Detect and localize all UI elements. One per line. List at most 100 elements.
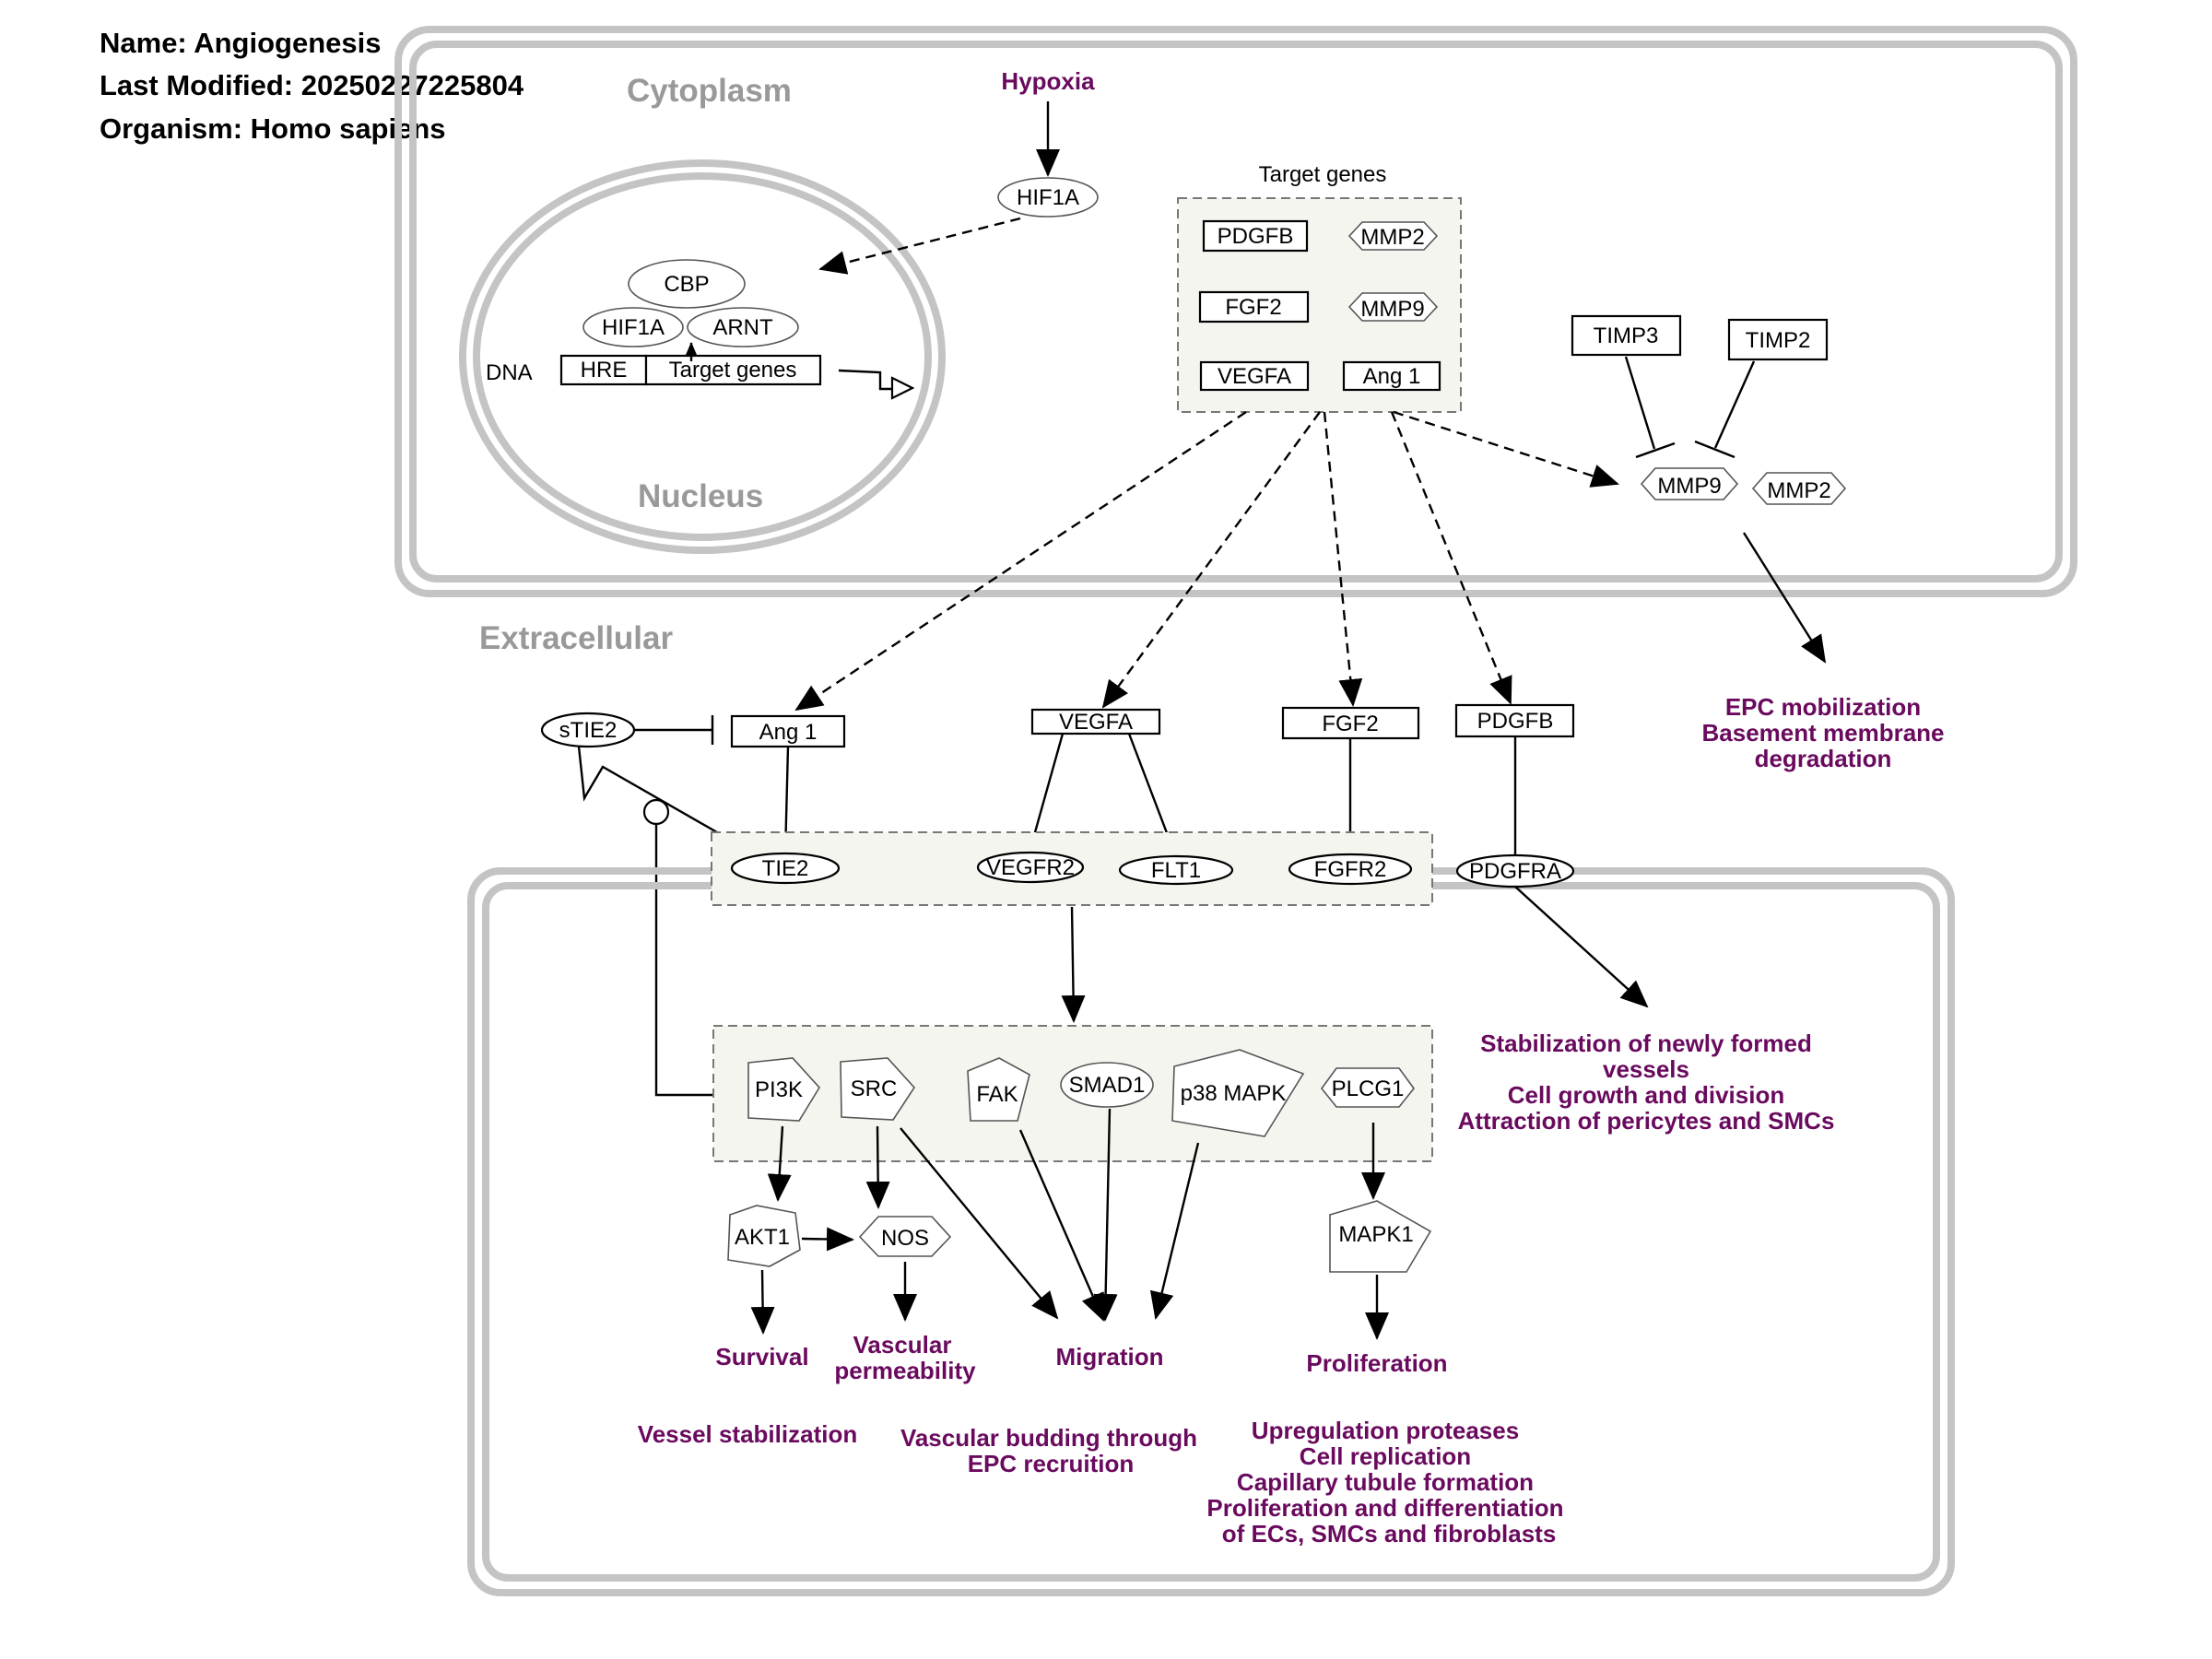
timp2-label: TIMP2 <box>1746 328 1811 353</box>
akt1-node[interactable] <box>727 1205 801 1267</box>
stie2-label: sTIE2 <box>559 718 618 743</box>
epc-line-3: degradation <box>1755 745 1892 772</box>
nucleus-membrane-outer <box>459 159 946 554</box>
vegfr2-node[interactable] <box>976 851 1085 884</box>
tg-mmp9-label: MMP9 <box>1360 297 1424 322</box>
tg-mmp2-label: MMP2 <box>1360 225 1424 250</box>
smad1-node[interactable] <box>1060 1062 1154 1108</box>
vessel-stabilization-label: Vessel stabilization <box>638 1420 857 1448</box>
nos-node[interactable] <box>858 1216 952 1257</box>
receptors-to-signaling-arrow <box>1061 906 1086 1023</box>
timp3-label: TIMP3 <box>1594 324 1659 348</box>
timp2-node[interactable] <box>1727 318 1829 361</box>
tg-mmp2-node[interactable] <box>1347 221 1439 251</box>
fak-label: FAK <box>976 1082 1018 1107</box>
pathway-last-modified: Last Modified: 20250227225804 <box>100 69 524 101</box>
vegfr2-label: VEGFR2 <box>986 855 1075 880</box>
fgfr2-node[interactable] <box>1288 853 1413 886</box>
akt1-to-survival-arrow <box>750 1269 775 1335</box>
upregulation-line-4: Proliferation and differentiation <box>1206 1494 1563 1522</box>
mapk1-node[interactable] <box>1329 1200 1432 1273</box>
src-to-nos-arrow <box>865 1125 890 1209</box>
p38mapk-node[interactable] <box>1171 1049 1305 1137</box>
nucleus-hif1a-label: HIF1A <box>602 315 665 340</box>
pathway-name: Name: Angiogenesis <box>100 27 381 59</box>
target-genes-group-title: Target genes <box>1259 162 1387 187</box>
mmp-to-epc-arrow <box>1742 532 1827 664</box>
timp3-inhibits-mmp9 <box>1624 356 1676 459</box>
ext-pdgfb-label: PDGFB <box>1477 709 1554 734</box>
cytoplasm-membrane-outer <box>394 26 2077 597</box>
nucleus-hif1a-node[interactable] <box>582 307 684 347</box>
stabilization-line-1: Stabilization of newly formed <box>1480 1030 1812 1057</box>
tg-to-ang1-arrow <box>794 410 1247 712</box>
nucleus-hre-label: HRE <box>581 358 628 382</box>
vascular-budding-line-1: Vascular budding through <box>900 1424 1197 1452</box>
extracellular-label: Extracellular <box>479 620 673 656</box>
tg-to-vegfa-arrow <box>1101 411 1321 709</box>
pi3k-node[interactable] <box>747 1057 820 1122</box>
hif1a-to-nucleus-arrow <box>818 217 1021 275</box>
pi3k-to-akt1-arrow <box>767 1125 792 1202</box>
upregulation-line-5: of ECs, SMCs and fibroblasts <box>1222 1520 1557 1547</box>
src-to-migration-arrow <box>900 1127 1059 1320</box>
flt1-node[interactable] <box>1118 854 1234 886</box>
tg-to-pdgfb-arrow <box>1390 411 1512 705</box>
pathway-organism: Organism: Homo sapiens <box>100 112 446 145</box>
timp3-node[interactable] <box>1571 314 1682 357</box>
pdgfra-to-stabilization-arrow <box>1514 886 1649 1008</box>
mmp2-node[interactable] <box>1751 472 1847 505</box>
ext-vegfa-label: VEGFA <box>1059 710 1133 735</box>
nucleus-arnt-label: ARNT <box>712 315 773 340</box>
stabilization-line-4: Attraction of pericytes and SMCs <box>1458 1107 1835 1135</box>
tg-ang1-node[interactable] <box>1342 360 1441 392</box>
tie2-label: TIE2 <box>762 856 809 881</box>
hypoxia-label: Hypoxia <box>1001 67 1095 95</box>
tg-fgf2-node[interactable] <box>1198 290 1310 324</box>
tg-mmp9-node[interactable] <box>1347 292 1439 322</box>
transcription-arrowhead <box>890 376 915 400</box>
ext-pdgfb-node[interactable] <box>1454 703 1575 738</box>
ext-vegfa-node[interactable] <box>1030 708 1161 735</box>
src-node[interactable] <box>840 1057 916 1121</box>
nucleus-target-genes-label: Target genes <box>669 358 797 382</box>
upregulation-outcome-text: Upregulation proteases Cell replication … <box>1206 1417 1563 1547</box>
mmp9-node[interactable] <box>1640 467 1739 500</box>
survival-label: Survival <box>715 1343 808 1371</box>
nucleus-cbp-node[interactable] <box>628 259 746 309</box>
tie2-to-signaling-line <box>654 824 715 1097</box>
ext-fgf2-label: FGF2 <box>1322 712 1378 736</box>
nucleus-membrane-inner <box>473 172 932 541</box>
plcg1-node[interactable] <box>1320 1067 1416 1108</box>
fak-node[interactable] <box>967 1057 1030 1122</box>
upregulation-line-2: Cell replication <box>1300 1442 1471 1470</box>
tg-pdgfb-node[interactable] <box>1202 219 1309 253</box>
upregulation-line-1: Upregulation proteases <box>1252 1417 1519 1444</box>
vascular-budding-line-2: EPC recruition <box>968 1450 1135 1477</box>
ext-fgf2-node[interactable] <box>1281 706 1420 740</box>
nucleus-cbp-label: CBP <box>664 272 709 297</box>
stie2-inhibits-ang1 <box>634 715 714 745</box>
epc-line-2: Basement membrane <box>1702 719 1945 747</box>
nucleus-hre-node[interactable] <box>559 354 648 386</box>
vascular-permeability-line-1: Vascular <box>853 1331 952 1359</box>
cytoplasm-hif1a-node[interactable] <box>997 177 1099 218</box>
akt1-to-nos-arrow <box>801 1227 854 1252</box>
p38mapk-to-migration-arrow <box>1149 1142 1200 1320</box>
upregulation-line-3: Capillary tubule formation <box>1237 1468 1534 1496</box>
tie2-node[interactable] <box>730 852 841 885</box>
proliferation-label: Proliferation <box>1306 1349 1447 1377</box>
akt1-label: AKT1 <box>735 1225 790 1250</box>
nucleus-target-genes-node[interactable] <box>644 354 822 386</box>
nucleus-label: Nucleus <box>638 478 763 514</box>
tg-vegfa-node[interactable] <box>1199 360 1310 392</box>
epc-line-1: EPC mobilization <box>1725 693 1921 721</box>
nucleus-dna-label: DNA <box>486 360 533 385</box>
transcription-arrow <box>838 369 892 391</box>
ext-ang1-label: Ang 1 <box>759 720 818 745</box>
nucleus-arnt-node[interactable] <box>687 307 799 347</box>
stabilization-outcome-text: Stabilization of newly formed vessels Ce… <box>1458 1030 1835 1135</box>
tg-fgf2-label: FGF2 <box>1225 295 1281 320</box>
cytoplasm-hif1a-label: HIF1A <box>1017 185 1079 210</box>
migration-label: Migration <box>1056 1343 1164 1371</box>
